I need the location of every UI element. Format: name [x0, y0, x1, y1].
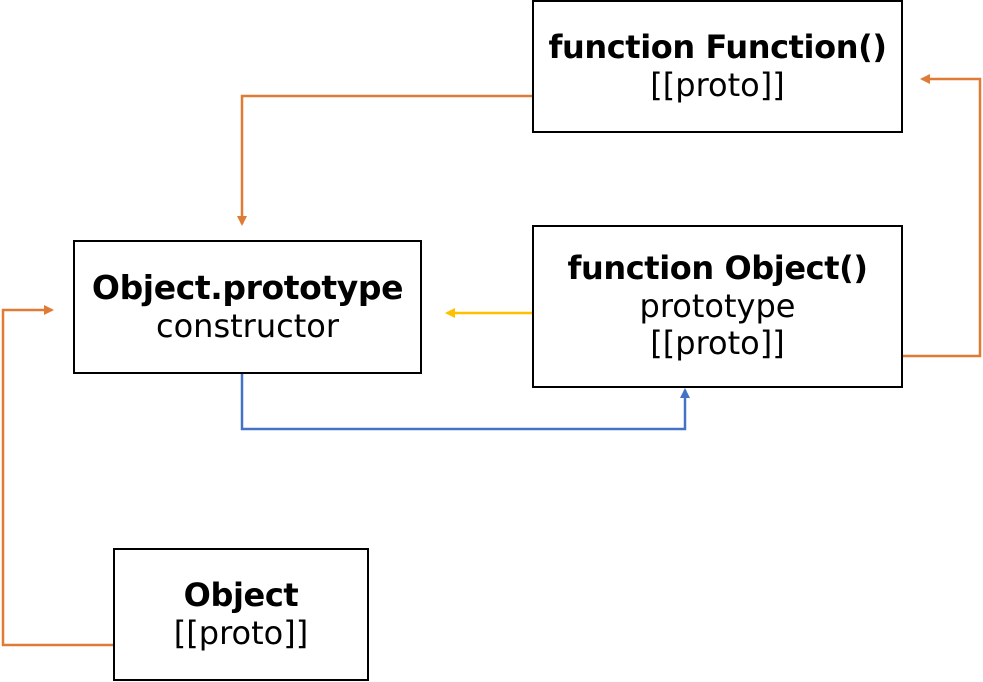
object-prototype-box: Object.prototype constructor — [73, 240, 422, 374]
object-prototype-title: Object.prototype — [91, 267, 404, 307]
object-box: Object [[proto]] — [113, 548, 369, 681]
object-proto-to-object-prototype-arrow — [1, 305, 158, 647]
object-title: Object — [183, 575, 299, 614]
function-object-box: function Object() prototype [[proto]] — [532, 225, 903, 388]
function-object-title: function Object() — [567, 248, 868, 287]
object-prototype-constructor-field: constructor — [156, 306, 339, 345]
function-proto-to-object-prototype-arrow — [237, 94, 622, 226]
function-object-prototype-field: prototype — [639, 286, 796, 325]
function-object-proto-field: [[proto]] — [650, 324, 785, 363]
function-function-proto-field: [[proto]] — [650, 65, 785, 104]
function-function-box: function Function() [[proto]] — [532, 0, 903, 133]
constructor-to-object-function-arrow — [240, 352, 690, 431]
function-function-title: function Function() — [548, 27, 887, 66]
object-proto-field: [[proto]] — [173, 613, 309, 652]
